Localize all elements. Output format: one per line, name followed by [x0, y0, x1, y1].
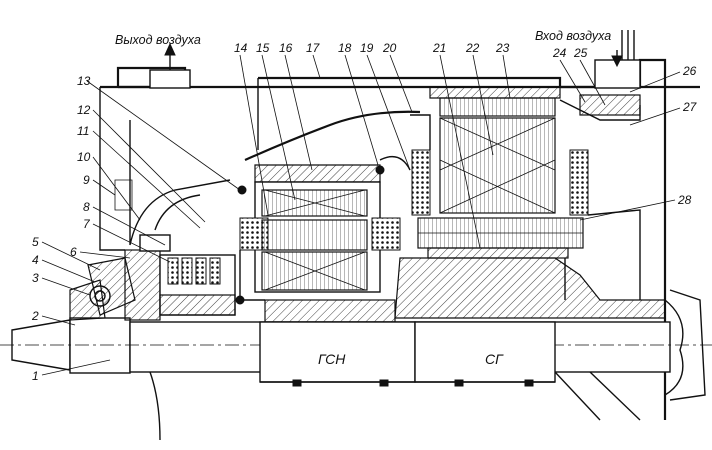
air-outlet-label: Выход воздуха	[115, 33, 201, 47]
connecting-cable	[244, 110, 421, 162]
callout-28: 28	[677, 193, 692, 207]
sg-generator	[394, 86, 666, 319]
callout-numbers: 1 2 3 4 5 6 7 8 9 10 11 12 13 14 15 16 1…	[31, 41, 698, 383]
rotor-bodies	[149, 321, 641, 441]
callout-7: 7	[83, 217, 91, 231]
air-inlet-label: Вход воздуха	[535, 29, 611, 43]
callout-18: 18	[338, 41, 352, 55]
callout-3: 3	[32, 271, 39, 285]
callout-12: 12	[77, 103, 91, 117]
callout-1: 1	[32, 369, 39, 383]
callout-17: 17	[306, 41, 321, 55]
leader-lines	[41, 54, 681, 376]
callout-14: 14	[234, 41, 248, 55]
callout-15: 15	[256, 41, 270, 55]
bearing-assembly	[69, 234, 236, 321]
callout-4: 4	[32, 253, 39, 267]
callout-25: 25	[573, 46, 588, 60]
callout-20: 20	[382, 41, 397, 55]
callout-22: 22	[465, 41, 480, 55]
callout-10: 10	[77, 150, 91, 164]
callout-21: 21	[432, 41, 446, 55]
callout-2: 2	[31, 309, 39, 323]
callout-27: 27	[682, 100, 698, 114]
callout-16: 16	[279, 41, 293, 55]
air-outlet-duct	[149, 42, 191, 89]
callout-19: 19	[360, 41, 374, 55]
sg-label: СГ	[485, 351, 504, 367]
callout-6: 6	[70, 245, 77, 259]
callout-9: 9	[83, 173, 90, 187]
callout-24: 24	[552, 46, 567, 60]
callout-5: 5	[32, 235, 39, 249]
callout-11: 11	[77, 124, 89, 138]
air-inlet-duct	[594, 30, 641, 89]
callout-8: 8	[83, 200, 90, 214]
callout-13: 13	[77, 74, 91, 88]
gsn-label: ГСН	[318, 351, 346, 367]
callout-26: 26	[682, 64, 697, 78]
callout-23: 23	[495, 41, 510, 55]
gsn-exciter	[235, 156, 411, 305]
